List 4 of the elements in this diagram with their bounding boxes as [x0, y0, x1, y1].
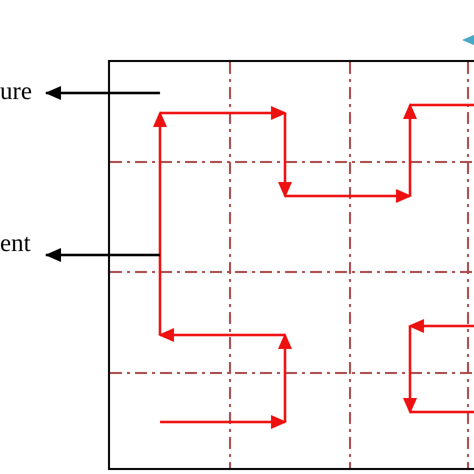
label-text: ure: [0, 78, 32, 106]
leader-line: [45, 248, 160, 262]
label-text: ent: [0, 230, 31, 258]
leader-line: [45, 86, 160, 100]
